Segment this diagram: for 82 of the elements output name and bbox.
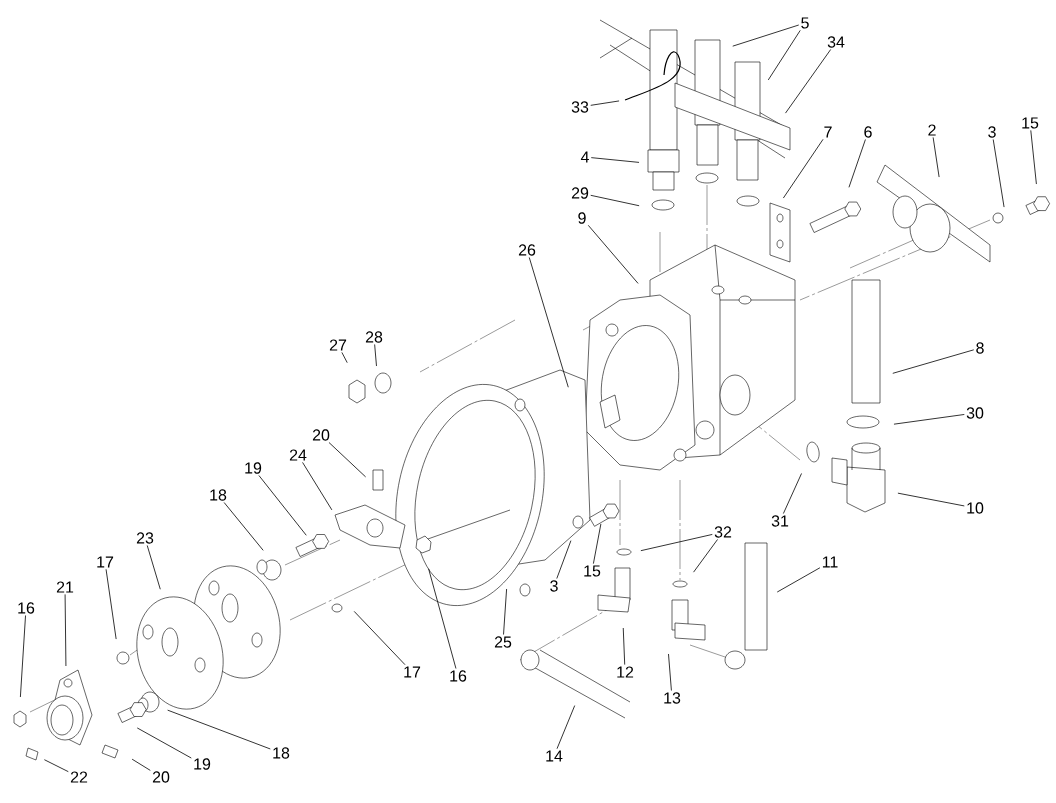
callout-number: 5	[801, 17, 809, 29]
callout-number: 17	[404, 666, 421, 678]
leader-line	[136, 727, 192, 759]
leader-line	[556, 705, 576, 750]
leader-line	[932, 137, 940, 178]
callout-number: 34	[827, 36, 845, 48]
leader-line	[590, 194, 640, 207]
leader-line	[992, 139, 1005, 208]
callout-number: 8	[976, 342, 984, 354]
leader-line	[105, 568, 117, 640]
callout-number: 23	[136, 532, 154, 544]
leader-line	[223, 502, 264, 551]
callout-number: 6	[864, 126, 872, 138]
leader-line	[640, 534, 713, 552]
callout-number: 24	[289, 449, 307, 461]
leader-line	[302, 462, 333, 511]
callout-number: 3	[988, 126, 996, 138]
callout-number: 29	[571, 187, 589, 199]
leader-line	[146, 545, 161, 590]
callout-number: 25	[494, 636, 512, 648]
leader-line	[328, 442, 367, 478]
leader-line	[693, 539, 718, 573]
leader-line	[64, 594, 67, 667]
leader-line	[258, 475, 307, 536]
leader-line	[528, 257, 569, 388]
callout-number: 16	[450, 670, 467, 682]
callout-number: 10	[967, 502, 984, 514]
leader-line	[893, 414, 965, 425]
callout-number: 30	[966, 407, 984, 419]
leader-line	[732, 24, 800, 47]
leader-line	[892, 349, 975, 374]
leader-line	[593, 523, 602, 565]
callout-number: 3	[550, 580, 558, 592]
callout-number: 17	[97, 556, 114, 568]
leader-line	[43, 759, 69, 773]
callout-number: 19	[245, 462, 262, 474]
leader-line	[428, 568, 457, 669]
callout-number: 15	[584, 565, 601, 577]
callout-number: 33	[571, 101, 589, 113]
callout-number: 27	[329, 339, 347, 351]
callout-number: 18	[273, 747, 290, 759]
leader-line	[353, 610, 406, 666]
leader-line	[785, 49, 832, 114]
leader-line	[587, 224, 639, 284]
leader-line	[668, 653, 672, 691]
callout-number: 21	[56, 581, 74, 593]
leader-line	[131, 758, 151, 771]
callout-number: 26	[518, 244, 536, 256]
callout-number: 18	[210, 489, 227, 501]
callout-number: 2	[928, 124, 936, 136]
leader-line	[556, 540, 572, 579]
callout-number: 9	[578, 212, 586, 224]
callout-number: 20	[312, 429, 330, 441]
leader-line	[1030, 130, 1037, 185]
leader-line	[782, 138, 824, 199]
callout-number: 4	[580, 151, 589, 163]
callout-number: 14	[546, 750, 563, 762]
leader-line	[167, 709, 271, 750]
leader-line	[767, 30, 801, 81]
leader-line	[776, 567, 821, 593]
callout-number: 13	[664, 692, 681, 704]
leader-line	[341, 352, 348, 364]
leader-line	[374, 344, 377, 367]
callout-number: 19	[194, 758, 211, 770]
leader-line	[783, 473, 802, 514]
leader-line	[20, 615, 26, 698]
leader-line	[503, 588, 507, 635]
leader-line	[897, 492, 965, 507]
callout-number: 22	[70, 771, 88, 783]
callout-number: 7	[824, 126, 832, 138]
leader-line	[590, 157, 640, 163]
leader-line	[848, 139, 866, 188]
callout-number: 20	[152, 771, 170, 783]
leader-line	[622, 627, 626, 665]
callout-number: 16	[18, 602, 35, 614]
callout-number: 32	[714, 526, 732, 538]
callout-number: 31	[771, 515, 789, 527]
leader-line	[590, 100, 620, 106]
callout-number: 12	[617, 666, 634, 678]
callout-number: 15	[1022, 117, 1039, 129]
callout-number: 11	[822, 556, 838, 568]
callout-number: 28	[365, 331, 383, 343]
